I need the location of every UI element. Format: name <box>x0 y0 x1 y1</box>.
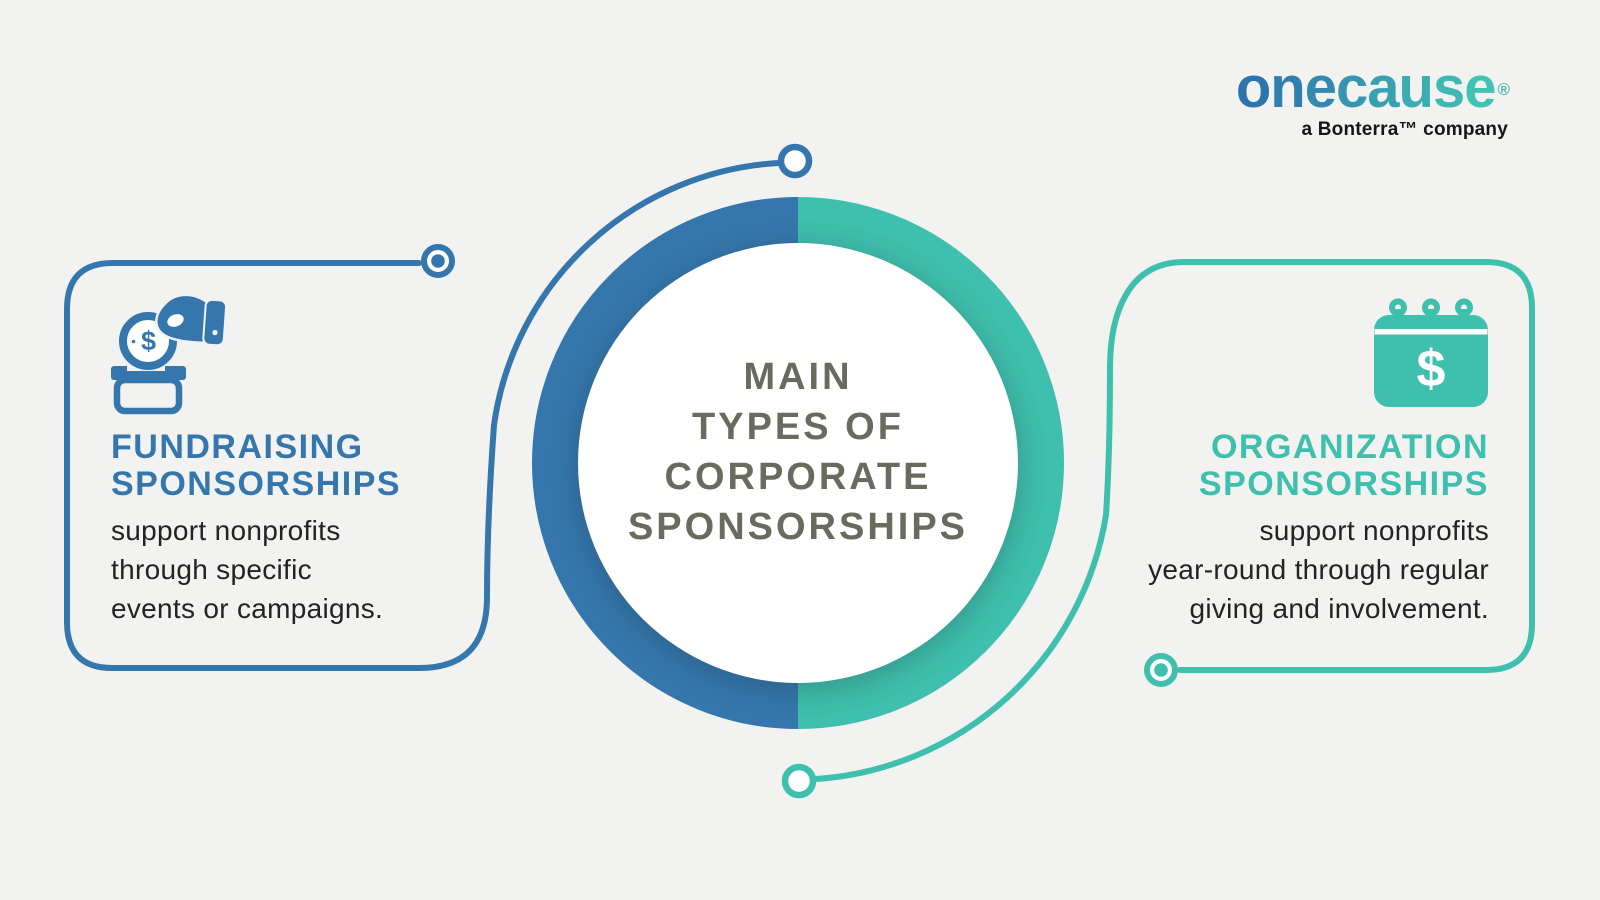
registered-mark: ® <box>1497 80 1510 99</box>
organization-title: ORGANIZATION SPONSORSHIPS <box>1198 428 1489 503</box>
ring-left-half <box>532 197 799 729</box>
center-disc <box>578 243 1018 683</box>
bottom-node-circle <box>781 763 817 799</box>
main-title: MAIN TYPES OF CORPORATE SPONSORSHIPS <box>627 356 969 548</box>
calendar-rings <box>1389 298 1473 325</box>
ring-right-half <box>797 197 1064 729</box>
fundraising-title: FUNDRAISING SPONSORSHIPS <box>111 428 402 503</box>
right-card-node <box>1144 653 1178 687</box>
calendar-dollar-glyph: $ <box>1417 340 1446 398</box>
dollar-calendar-icon: $ <box>1374 298 1488 407</box>
left-connector-path <box>64 160 781 671</box>
organization-body: support nonprofits year-round through re… <box>1148 515 1489 624</box>
donation-box-icon: $ <box>111 293 228 415</box>
brand-wordmark-letters: onecause <box>1235 55 1497 120</box>
left-card-node <box>421 244 455 278</box>
coin-dollar-glyph: $ <box>141 326 156 356</box>
onecause-logo: onecause® a Bonterra™ company <box>1236 59 1510 141</box>
top-node-circle <box>777 143 813 179</box>
right-connector-path <box>813 259 1535 782</box>
brand-wordmark: onecause® <box>1236 59 1510 117</box>
bonterra-tagline: a Bonterra™ company <box>1301 119 1508 140</box>
fundraising-body: support nonprofits through specific even… <box>111 515 384 624</box>
